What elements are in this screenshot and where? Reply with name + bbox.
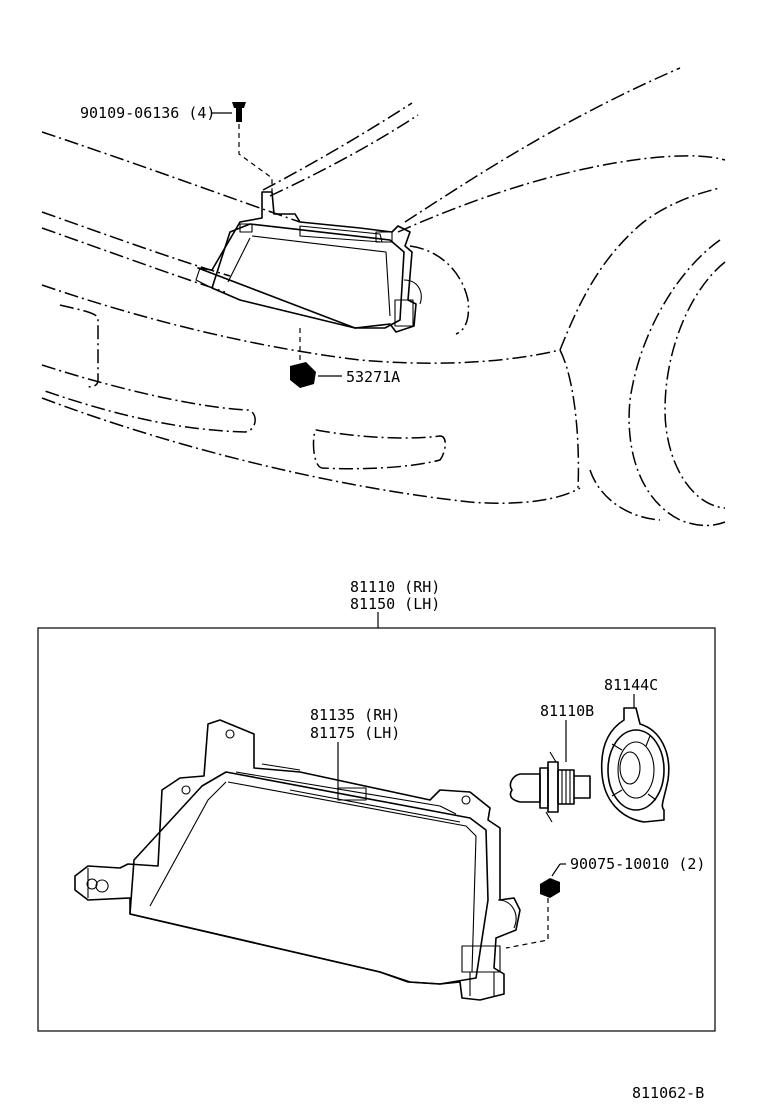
callout-assembly-rh: 81110 (RH) <box>350 578 440 596</box>
clip-icon <box>290 362 316 388</box>
screw-icon <box>232 102 246 122</box>
nut-icon <box>540 878 560 898</box>
headlamp-installed <box>195 191 422 333</box>
callout-screw: 90109-06136 (4) <box>80 104 215 122</box>
callout-bulb: 81110B <box>540 702 594 720</box>
headlamp-assembly <box>74 719 521 1001</box>
callout-socket-cover: 81144C <box>604 676 658 694</box>
vehicle-body-outline <box>41 67 726 527</box>
callout-lens-rh: 81135 (RH) <box>310 706 400 724</box>
assembly-group-box <box>37 627 716 1032</box>
socket-cover-icon <box>600 707 670 823</box>
callout-nut: 90075-10010 (2) <box>570 855 705 873</box>
figure-id: 811062-B <box>632 1084 704 1102</box>
callout-assembly-lh: 81150 (LH) <box>350 595 440 613</box>
callout-lens-lh: 81175 (LH) <box>310 724 400 742</box>
bulb-icon <box>509 751 591 823</box>
callout-clip: 53271A <box>346 368 400 386</box>
